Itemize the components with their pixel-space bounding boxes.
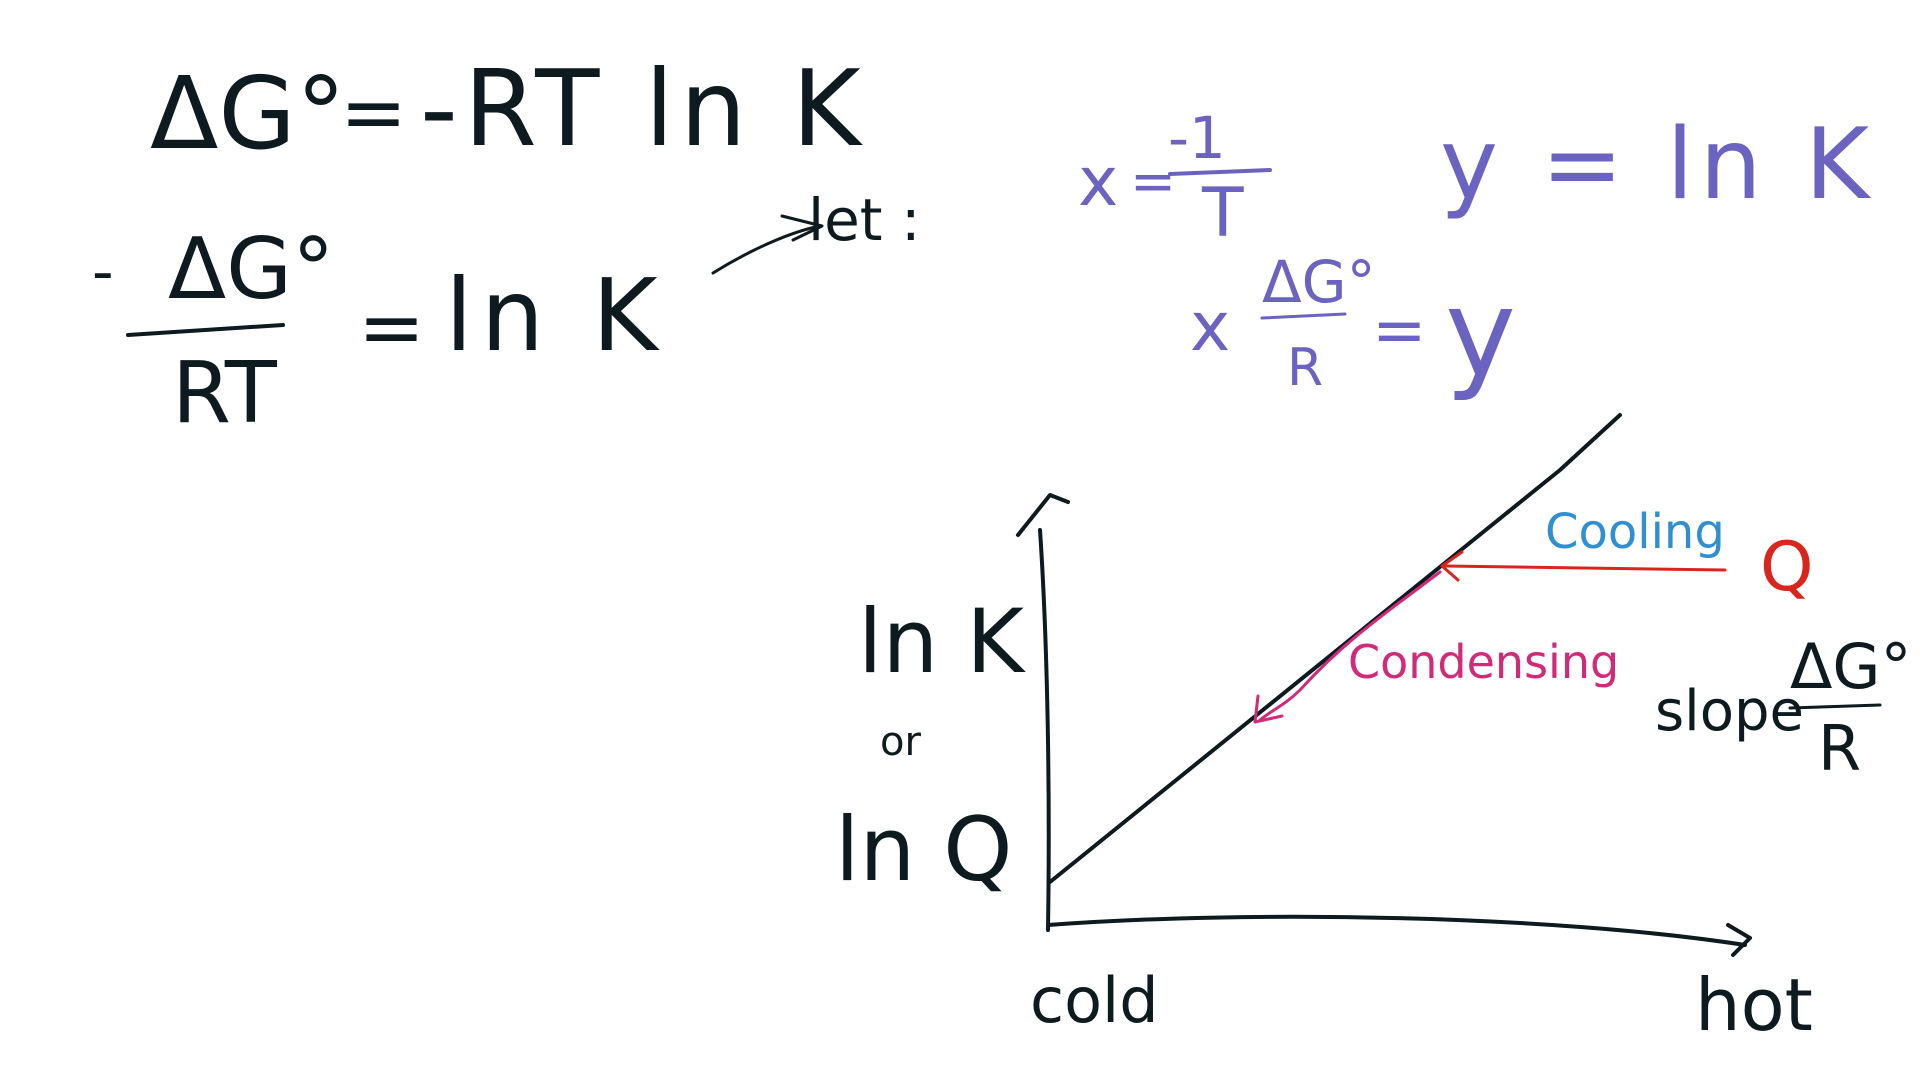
y-axis-label-lnk: ln K — [858, 590, 1026, 693]
x-axis-line — [1046, 914, 1747, 947]
equation-standard-gibbs: ΔG° = -RT ln K — [150, 48, 867, 172]
x-definition: x = -1 T — [1078, 104, 1272, 253]
slope-numerator: ΔG° — [1790, 630, 1911, 703]
equation-rearranged: - ΔG° RT = ln K — [92, 220, 666, 443]
slope-sub-x: x — [1190, 288, 1230, 367]
let-arrow-head — [780, 214, 824, 242]
eq2-numerator: ΔG° — [168, 220, 335, 319]
x-def-equals: = — [1130, 149, 1176, 213]
condensing-arrow-head — [1253, 694, 1284, 724]
eq1-equals: = — [340, 66, 407, 159]
x-axis-label-cold: cold — [1030, 964, 1159, 1037]
q-marker: Q — [1760, 528, 1814, 607]
slope-sub-equals: = — [1372, 293, 1426, 368]
slope-annotation: slope ΔG° R — [1655, 630, 1911, 785]
eq2-denominator: RT — [172, 344, 278, 443]
cooling-arrow-line — [1443, 564, 1727, 572]
eq2-equals: = — [358, 281, 425, 374]
slope-word: slope — [1655, 679, 1804, 744]
slope-fraction-bar — [1788, 703, 1882, 710]
x-axis-label-hot: hot — [1695, 963, 1813, 1047]
let-annotation: let : — [711, 186, 921, 275]
eq1-delta-g: ΔG° — [150, 55, 346, 172]
condensing-label: Condensing — [1348, 635, 1619, 689]
y-axis-arrowhead — [1016, 493, 1070, 537]
x-def-denominator: T — [1201, 174, 1244, 253]
slope-sub-y: y — [1445, 265, 1516, 404]
x-def-variable: x — [1078, 143, 1118, 222]
y-axis-label-or: or — [880, 719, 921, 765]
let-label: let : — [808, 186, 921, 254]
slope-sub-fraction-bar — [1260, 312, 1347, 320]
eq1-rhs: -RT ln K — [420, 48, 867, 170]
y-definition: y = ln K — [1440, 108, 1875, 222]
eq2-fraction-bar — [126, 323, 285, 337]
graph-axes — [1016, 493, 1752, 957]
eq2-rhs: ln K — [445, 257, 666, 374]
slope-substitution: x ΔG° R = y — [1190, 248, 1516, 404]
cooling-label: Cooling — [1545, 504, 1725, 560]
condensing-arrow-line — [1258, 570, 1442, 722]
y-axis-label-lnq: ln Q — [835, 798, 1012, 901]
x-axis-arrowhead — [1726, 923, 1752, 957]
cooling-arrow-head — [1440, 550, 1464, 582]
eq2-minus: - — [92, 237, 114, 307]
slope-sub-numerator: ΔG° — [1262, 248, 1376, 316]
slope-sub-denominator: R — [1287, 338, 1323, 398]
let-arrow-line — [711, 224, 822, 275]
y-axis-line — [1038, 528, 1051, 932]
x-def-fraction-bar — [1168, 168, 1272, 176]
trend-line — [1048, 413, 1622, 884]
slope-denominator: R — [1818, 712, 1861, 785]
x-def-numerator: -1 — [1168, 104, 1226, 172]
